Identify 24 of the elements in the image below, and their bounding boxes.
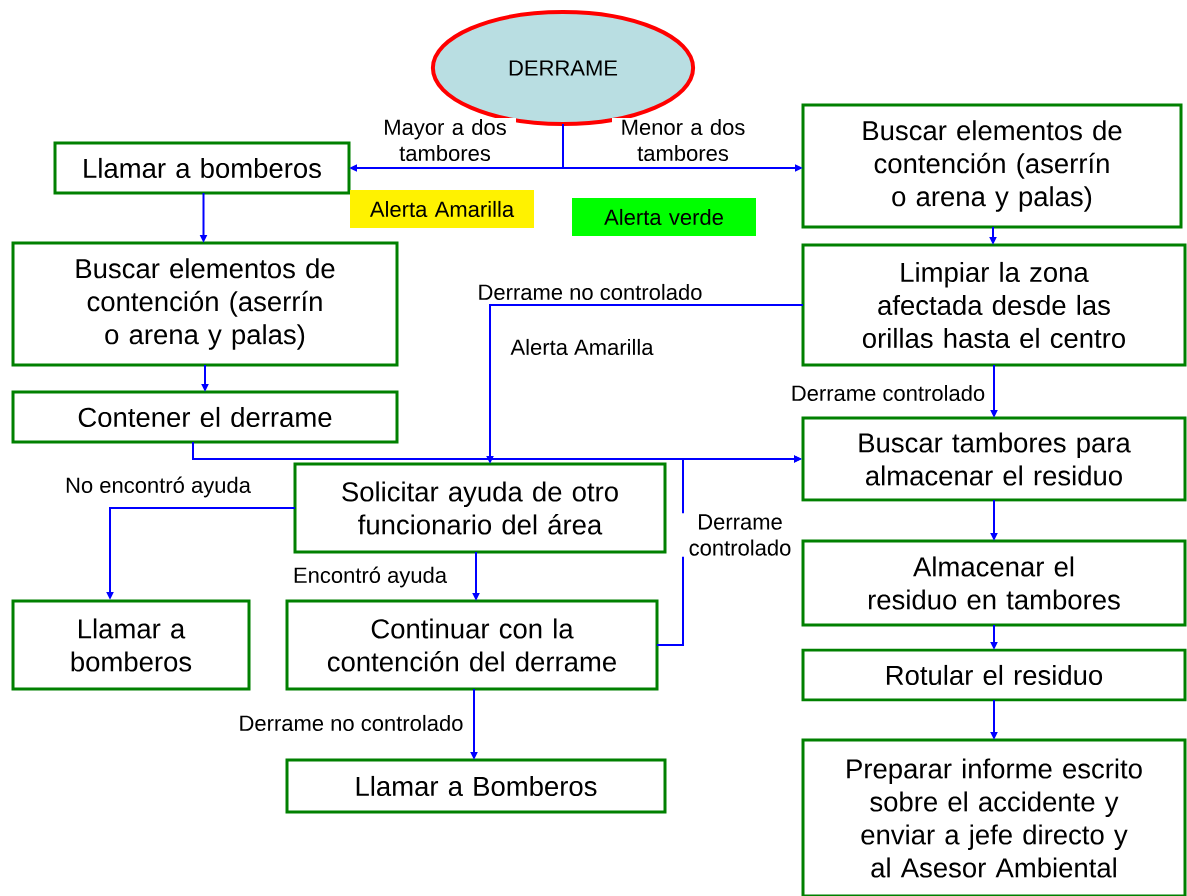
process-box: Rotular el residuo — [801, 648, 1187, 702]
process-box: Limpiar la zona afectada desde las orillas hasta el centro — [801, 243, 1187, 367]
edge-label: No encontró ayuda — [64, 475, 252, 499]
note-label: Alerta Amarilla — [510, 338, 654, 356]
process-box: Preparar informe escrito sobre el accidente y enviar a jefe directo y al Asesor Ambiental — [801, 738, 1187, 896]
process-box: Contener el derrame — [11, 390, 399, 444]
process-box: Buscar tambores para almacenar el residuo — [801, 416, 1187, 502]
edge-label: Derrame controlado — [681, 513, 799, 557]
edge-label: Mayor a dos tambores — [374, 117, 516, 163]
alert-badge: Alerta Amarilla — [350, 190, 534, 228]
process-box: Continuar con la contención del derrame — [285, 599, 659, 691]
process-box: Buscar elementos de contención (aserrín o arena y palas) — [801, 103, 1183, 229]
process-box: Llamar a bomberos — [53, 141, 351, 195]
edge-label: Derrame no controlado — [476, 282, 704, 302]
alert-badge: Alerta verde — [572, 198, 756, 236]
process-box: Llamar a bomberos — [11, 599, 251, 691]
edge-label: Derrame controlado — [789, 383, 987, 403]
edge-label: Derrame no controlado — [237, 713, 465, 733]
process-box: Solicitar ayuda de otro funcionario del área — [293, 462, 667, 554]
process-box: Llamar a Bomberos — [285, 758, 667, 814]
process-box: Buscar elementos de contención (aserrín o arena y palas) — [11, 241, 399, 367]
edge-label: Encontró ayuda — [291, 565, 449, 589]
process-box: Almacenar el residuo en tambores — [801, 539, 1187, 627]
edge-label: Menor a dos tambores — [612, 117, 754, 163]
